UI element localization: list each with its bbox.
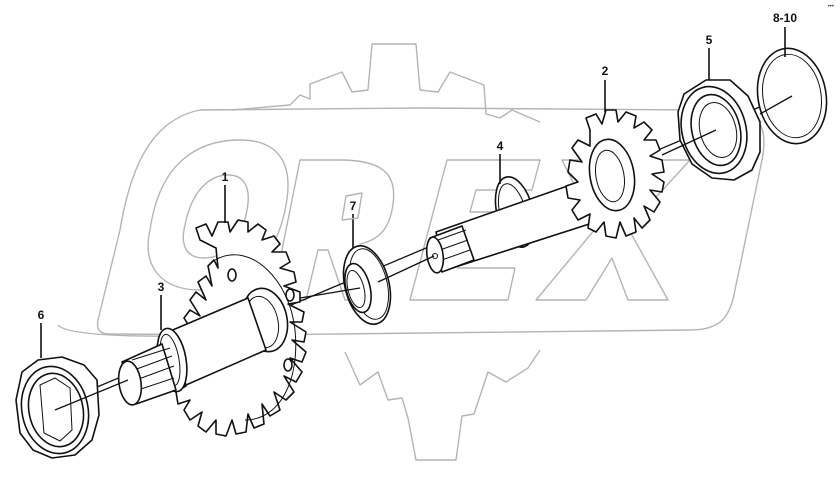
leader-lines [40, 27, 786, 358]
bearing-6[interactable] [14, 356, 100, 460]
corner-mark: ••• [827, 4, 834, 10]
callout-7-tag [341, 192, 363, 221]
gear-1-shaft[interactable] [116, 219, 307, 437]
callout-5[interactable]: 5 [705, 33, 713, 47]
seal-7[interactable] [336, 241, 398, 329]
watermark-logo [57, 43, 765, 461]
callout-4[interactable]: 4 [496, 139, 504, 153]
callout-1[interactable]: 1 [221, 170, 229, 184]
callout-7[interactable]: 7 [349, 199, 357, 213]
gear-2-shaft[interactable] [425, 109, 665, 274]
callout-8-10[interactable]: 8-10 [772, 11, 798, 25]
callout-6[interactable]: 6 [37, 308, 45, 322]
callout-2[interactable]: 2 [601, 64, 609, 78]
callout-3[interactable]: 3 [157, 280, 165, 294]
axis-overlay [54, 95, 793, 411]
bearing-5[interactable] [672, 79, 761, 181]
